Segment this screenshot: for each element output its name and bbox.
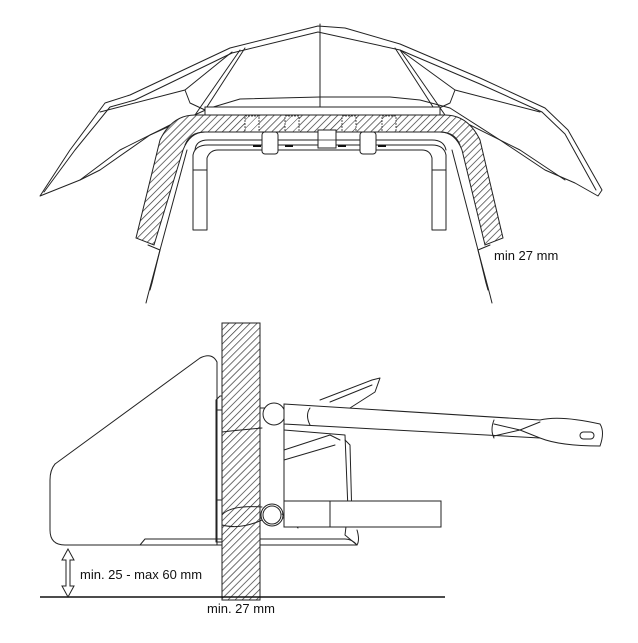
- thickness-label-bottom: min. 27 mm: [207, 601, 275, 616]
- height-range-label: min. 25 - max 60 mm: [80, 567, 203, 582]
- dimension-arrow-icon: [61, 547, 75, 599]
- top-view: [39, 23, 603, 304]
- side-view: [40, 322, 603, 601]
- thickness-label-top: min 27 mm: [494, 248, 559, 263]
